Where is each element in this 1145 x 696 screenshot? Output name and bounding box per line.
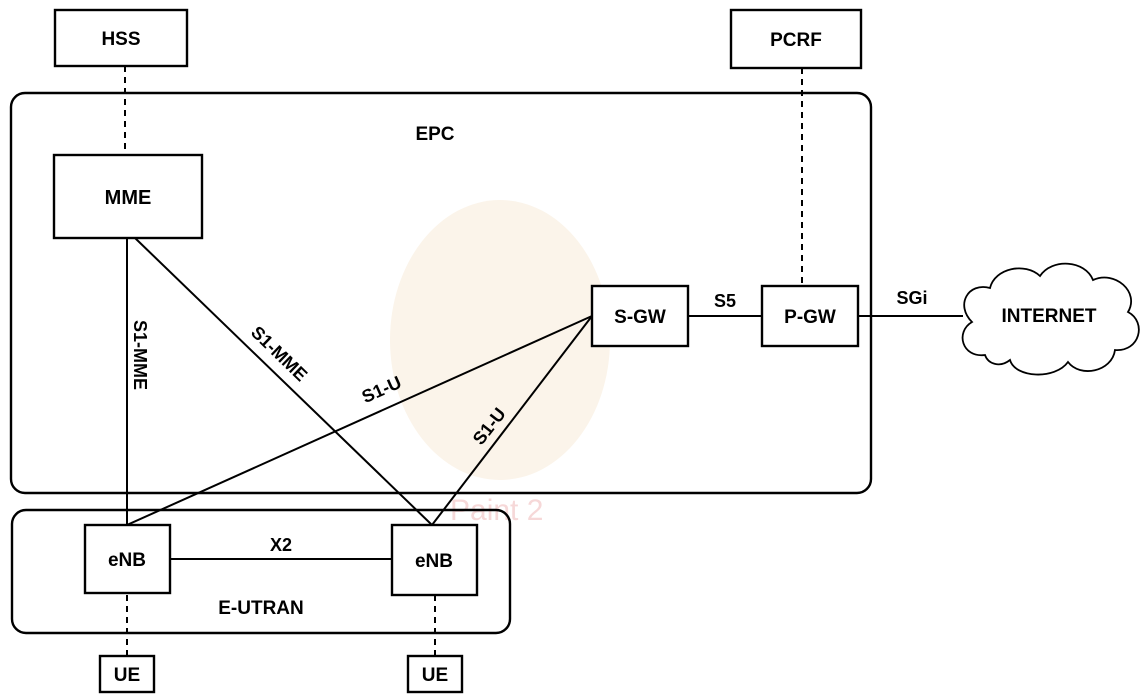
enb-left-label: eNB	[108, 550, 146, 571]
ue-right-node: UE	[408, 656, 462, 692]
watermark: Paint 2	[390, 200, 610, 527]
enb-right-node: eNB	[392, 525, 477, 595]
eutran-region-label: E-UTRAN	[218, 598, 304, 619]
s1-u-left-label: S1-U	[359, 372, 405, 407]
hss-label: HSS	[101, 29, 140, 50]
internet-label: INTERNET	[1002, 306, 1097, 327]
epc-region-label: EPC	[415, 124, 454, 145]
internet-cloud: INTERNET	[963, 264, 1139, 375]
enb-right-label: eNB	[415, 551, 453, 572]
ue-left-label: UE	[114, 665, 140, 686]
s1-mme-diagonal-label: S1-MME	[247, 322, 311, 385]
pgw-node: P-GW	[762, 286, 858, 346]
s5-label: S5	[714, 291, 736, 311]
mme-label: MME	[105, 187, 152, 209]
mme-node: MME	[54, 155, 202, 238]
sgw-label: S-GW	[614, 307, 666, 328]
sgi-label: SGi	[896, 288, 927, 308]
pgw-label: P-GW	[784, 307, 836, 328]
ue-left-node: UE	[100, 656, 154, 692]
s1-mme-vertical-label: S1-MME	[130, 320, 150, 390]
watermark-palette-icon	[390, 200, 610, 480]
sgw-node: S-GW	[592, 286, 688, 346]
pcrf-node: PCRF	[731, 10, 861, 68]
ue-right-label: UE	[422, 665, 448, 686]
hss-node: HSS	[55, 10, 187, 66]
pcrf-label: PCRF	[770, 30, 822, 51]
x2-label: X2	[270, 535, 292, 555]
enb-left-node: eNB	[85, 525, 170, 593]
